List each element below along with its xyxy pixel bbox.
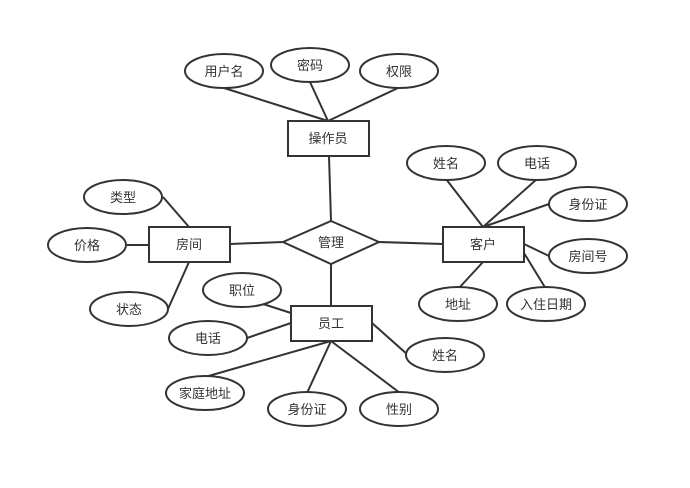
attribute-label: 价格 (74, 238, 100, 254)
attribute-customer-idcard: 身份证 (548, 186, 628, 222)
attribute-customer-phone: 电话 (497, 145, 577, 181)
attribute-ellipse (548, 186, 628, 222)
edge-room-manage (229, 241, 284, 245)
attribute-ellipse (506, 286, 586, 322)
attribute-staff-name: 姓名 (405, 337, 485, 373)
edge-room-status (167, 261, 190, 310)
entity-label: 员工 (318, 317, 344, 332)
attribute-staff-homeaddress: 家庭地址 (165, 375, 245, 411)
attribute-ellipse (548, 238, 628, 274)
attribute-label: 入住日期 (520, 298, 572, 313)
entity-box (442, 226, 525, 263)
attribute-label: 房间号 (568, 249, 607, 265)
attribute-ellipse (359, 391, 439, 427)
edge-customer-checkin (523, 252, 547, 290)
edge-staff-homeaddress (204, 340, 332, 378)
attribute-ellipse (47, 227, 127, 263)
edge-customer-roomno (523, 243, 550, 257)
relationship-label: 管理 (318, 236, 344, 251)
attribute-label: 姓名 (432, 348, 458, 364)
attribute-customer-roomno: 房间号 (548, 238, 628, 274)
attribute-label: 电话 (524, 157, 550, 172)
attribute-label: 地址 (445, 298, 471, 313)
attribute-price: 价格 (47, 227, 127, 263)
entity-label: 房间 (176, 237, 202, 253)
attribute-staff-gender: 性别 (359, 391, 439, 427)
edge-customer-name (445, 178, 484, 228)
attribute-label: 身份证 (287, 402, 326, 418)
edge-room-type (162, 196, 190, 228)
edge-staff-gender (330, 340, 401, 394)
relationship-manage: 管理 (280, 219, 382, 266)
attribute-label: 家庭地址 (179, 386, 231, 402)
attribute-ellipse (418, 286, 498, 322)
attribute-ellipse (165, 375, 245, 411)
entity-staff: 员工 (290, 305, 373, 342)
entity-operator: 操作员 (287, 120, 370, 157)
edge-operator-username (223, 87, 329, 122)
attribute-staff-phone: 电话 (168, 320, 248, 356)
edge-operator-password (309, 81, 329, 122)
attribute-staff-idcard: 身份证 (267, 391, 347, 427)
edge-operator-manage (328, 155, 332, 222)
attribute-label: 姓名 (433, 156, 459, 172)
attribute-ellipse (497, 145, 577, 181)
attribute-label: 电话 (195, 332, 221, 347)
edge-operator-permission (327, 87, 399, 122)
edge-customer-phone (482, 178, 538, 228)
attribute-ellipse (83, 179, 163, 215)
attribute-ellipse (359, 53, 439, 89)
edge-customer-idcard (482, 203, 550, 228)
connectors (127, 81, 550, 394)
attribute-ellipse (202, 272, 282, 308)
relationship-diamond (280, 219, 382, 266)
attribute-username: 用户名 (184, 53, 264, 89)
edge-customer-address (458, 261, 484, 289)
edge-manage-customer (378, 241, 444, 245)
attribute-label: 职位 (229, 284, 255, 299)
attribute-label: 身份证 (568, 197, 607, 213)
attribute-ellipse (168, 320, 248, 356)
entity-customer: 客户 (442, 226, 525, 263)
attribute-staff-position: 职位 (202, 272, 282, 308)
attribute-label: 用户名 (204, 64, 243, 80)
attribute-label: 类型 (110, 191, 136, 206)
attribute-label: 权限 (386, 64, 412, 80)
attribute-ellipse (406, 145, 486, 181)
attribute-ellipse (184, 53, 264, 89)
edge-staff-phone (246, 322, 292, 339)
edge-staff-idcard (306, 340, 332, 394)
entity-box (287, 120, 370, 157)
attribute-permission: 权限 (359, 53, 439, 89)
entity-room: 房间 (148, 226, 231, 263)
attribute-status: 状态 (89, 291, 169, 327)
entity-box (290, 305, 373, 342)
attribute-customer-address: 地址 (418, 286, 498, 322)
attribute-label: 状态 (116, 303, 142, 318)
entity-box (148, 226, 231, 263)
attribute-password: 密码 (270, 47, 350, 83)
edge-staff-name (371, 322, 409, 356)
attribute-type: 类型 (83, 179, 163, 215)
attribute-customer-name: 姓名 (406, 145, 486, 181)
attribute-ellipse (405, 337, 485, 373)
entity-label: 操作员 (308, 131, 347, 147)
attribute-label: 性别 (386, 403, 412, 418)
attribute-label: 密码 (297, 58, 323, 74)
attribute-ellipse (267, 391, 347, 427)
attribute-customer-checkin: 入住日期 (506, 286, 586, 322)
attribute-ellipse (89, 291, 169, 327)
entity-label: 客户 (470, 237, 496, 253)
attribute-ellipse (270, 47, 350, 83)
